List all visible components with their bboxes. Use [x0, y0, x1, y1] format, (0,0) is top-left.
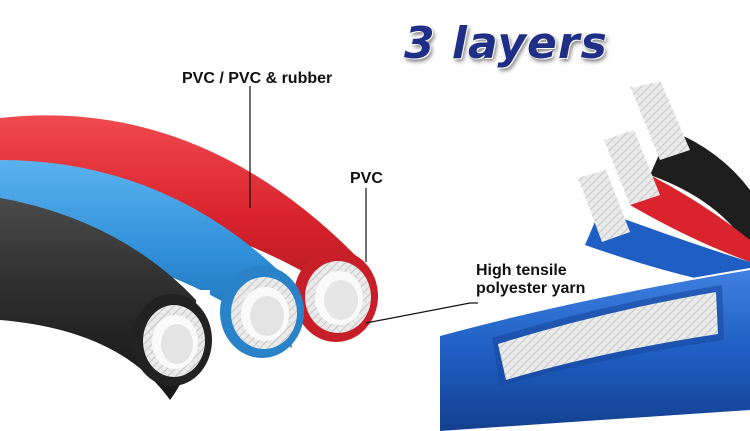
label-outer-layer: PVC / PVC & rubber: [182, 70, 333, 87]
label-reinforcement-line1: High tensile: [476, 262, 567, 279]
black-hose: [0, 198, 212, 431]
label-reinforcement-line2: polyester yarn: [476, 280, 586, 297]
leader-lines: [249, 86, 478, 324]
title-3-layers: 3 layers: [404, 18, 608, 69]
label-reinforcement-layer: High tensile polyester yarn: [476, 262, 585, 298]
cutaway-hose: [440, 268, 750, 431]
label-inner-layer: PVC: [350, 170, 383, 187]
blue-hose: [0, 160, 304, 358]
hose-ends-cluster: [578, 78, 750, 290]
